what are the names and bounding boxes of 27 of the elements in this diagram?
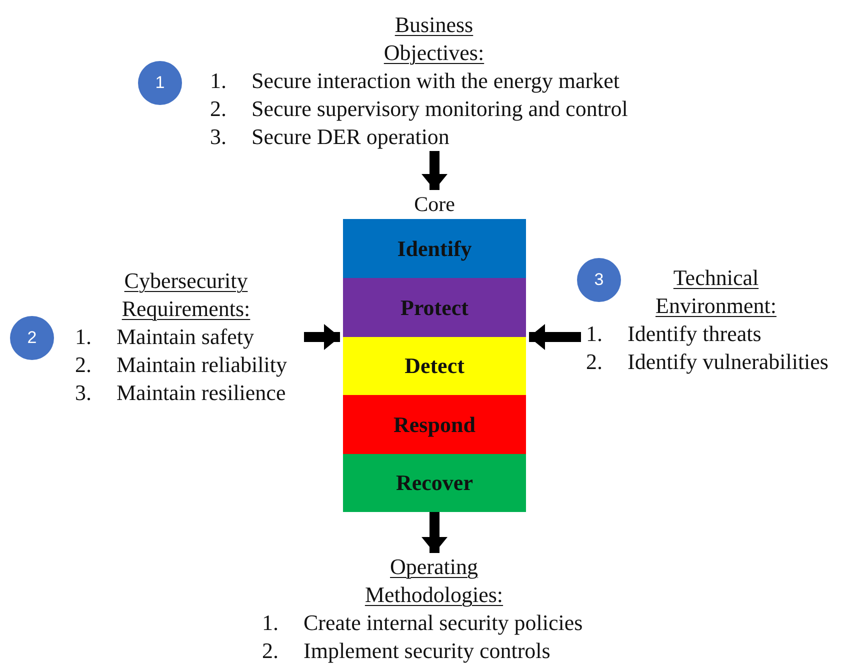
list-item: 2. Identify vulnerabilities [586, 348, 828, 376]
stack-heading: Core [413, 191, 456, 218]
block-arrow [422, 512, 448, 553]
function-band: Recover [343, 454, 526, 512]
block-arrow [529, 324, 581, 350]
list-item: 2. Maintain reliability [75, 351, 287, 379]
list-item: 3. Secure DER operation [210, 123, 450, 151]
number-badge: 2 [10, 316, 54, 360]
number-badge: 1 [138, 61, 182, 105]
block-arrow [422, 151, 448, 190]
section-heading: Cybersecurity Requirements: [120, 267, 252, 323]
list-item: 3. Maintain resilience [75, 379, 286, 407]
function-band: Identify [343, 219, 526, 278]
list-item: 1. Create internal security policies [262, 609, 583, 637]
list-item: 2. Secure supervisory monitoring and control [210, 95, 628, 123]
block-arrow [304, 324, 340, 350]
list-item: 1. Identify threats [586, 320, 762, 348]
list-item: 1. Maintain safety [75, 323, 254, 351]
function-band: Detect [343, 337, 526, 395]
list-item: 2. Implement security controls [262, 637, 550, 665]
function-band: Protect [343, 278, 526, 337]
number-badge: 3 [577, 258, 621, 302]
section-heading: Business Objectives: [382, 11, 486, 67]
function-band: Respond [343, 395, 526, 454]
section-heading: Operating Methodologies: [364, 553, 504, 609]
section-heading: Technical Environment: [654, 264, 778, 320]
list-item: 1. Secure interaction with the energy market [210, 67, 620, 95]
